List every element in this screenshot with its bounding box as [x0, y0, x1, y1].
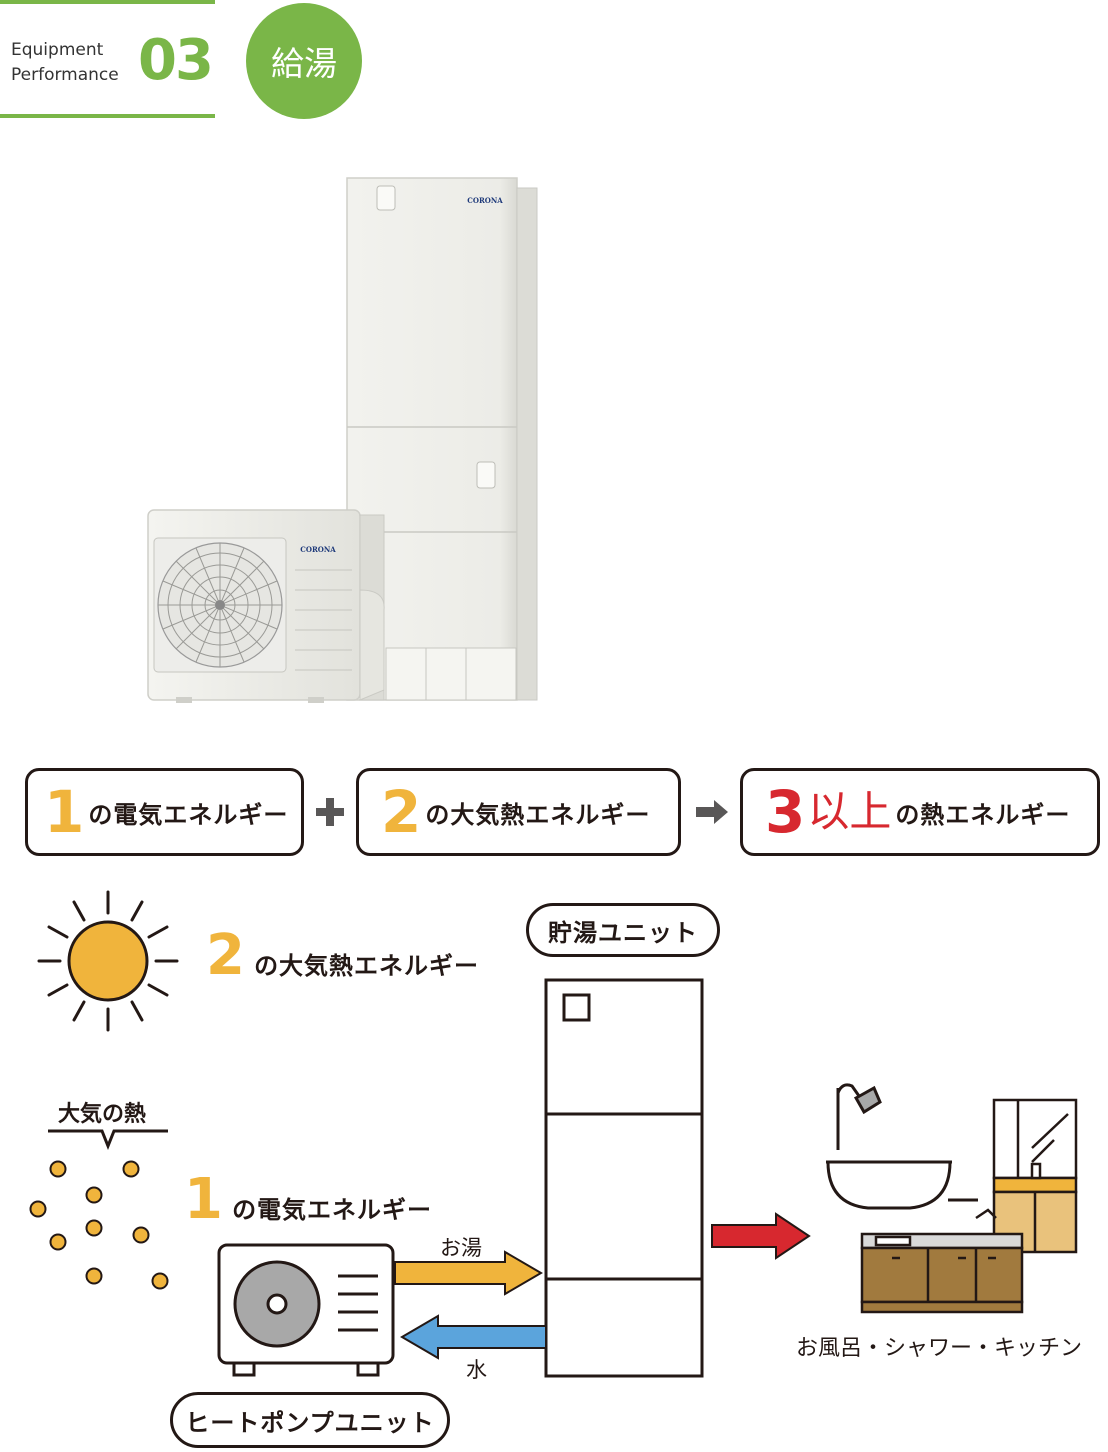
header-bottom-line — [0, 114, 215, 118]
bath-kitchen-icon — [826, 1083, 1078, 1314]
tank-unit-icon — [544, 978, 704, 1378]
formula-num-1: 1 — [44, 778, 85, 846]
section-label: Equipment Performance — [11, 38, 119, 88]
outdoor-brand-logo: CORONA — [300, 545, 336, 554]
section-label-line1: Equipment — [11, 40, 104, 60]
sun-energy-label: 2 の大気熱エネルギー — [206, 928, 479, 984]
electric-energy-num: 1 — [184, 1167, 223, 1232]
plus-icon — [316, 798, 344, 826]
air-heat-dots — [29, 1160, 169, 1290]
formula-num-3: 3 — [765, 778, 806, 846]
formula-text-2: の大気熱エネルギー — [425, 800, 651, 829]
formula-num-3-suffix: 以上 — [807, 787, 892, 836]
section-badge: 給湯 — [246, 3, 362, 119]
shower-icon — [836, 1083, 882, 1150]
water-arrow — [400, 1314, 547, 1360]
air-heat-callout — [48, 1129, 168, 1150]
product-photo: CORONA CORONA — [147, 177, 538, 703]
header-top-line — [0, 0, 215, 4]
outdoor-unit-photo: CORONA — [147, 509, 385, 703]
destination-label: お風呂・シャワー・キッチン — [796, 1336, 1083, 1361]
heat-pump-label: ヒートポンプユニット — [170, 1392, 450, 1448]
heat-pump-icon — [217, 1243, 395, 1377]
sun-icon — [37, 890, 179, 1032]
supply-arrow — [711, 1212, 811, 1260]
electric-energy-text: の電気エネルギー — [232, 1196, 433, 1224]
sun-energy-num: 2 — [206, 923, 245, 988]
formula-num-2: 2 — [381, 778, 422, 846]
formula-box-result: 3 以上 の熱エネルギー — [740, 768, 1100, 856]
hot-water-arrow — [394, 1250, 543, 1296]
water-label: 水 — [466, 1358, 487, 1382]
formula-text-1: の電気エネルギー — [88, 800, 289, 829]
tank-brand-logo: CORONA — [467, 196, 503, 205]
tank-unit-label: 貯湯ユニット — [526, 903, 720, 957]
hot-water-label: お湯 — [440, 1236, 482, 1260]
section-number: 03 — [138, 28, 214, 93]
formula-text-3: の熱エネルギー — [895, 800, 1071, 829]
section-label-line2: Performance — [11, 65, 119, 85]
arrow-right-icon — [696, 800, 728, 824]
formula-box-air: 2 の大気熱エネルギー — [356, 768, 681, 856]
electric-energy-label: 1 の電気エネルギー — [184, 1172, 432, 1228]
air-heat-label: 大気の熱 — [58, 1102, 147, 1127]
sun-energy-text: の大気熱エネルギー — [254, 952, 480, 980]
formula-box-electric: 1 の電気エネルギー — [25, 768, 304, 856]
